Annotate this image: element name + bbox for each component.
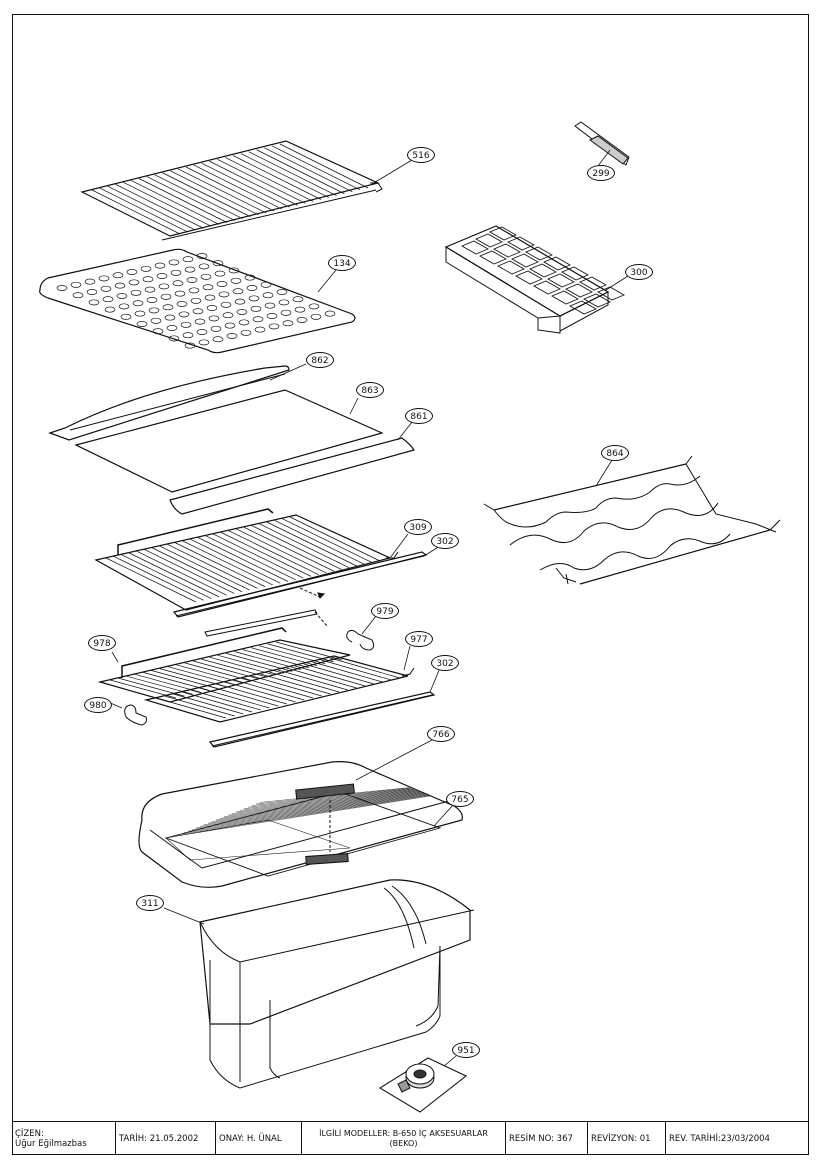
callout-134: 134 bbox=[328, 255, 356, 271]
drawing-number-text: RESİM NO: 367 bbox=[509, 1133, 573, 1144]
part-wire-shelf-309 bbox=[94, 508, 399, 611]
callout-862: 862 bbox=[306, 352, 334, 368]
callout-978: 978 bbox=[88, 635, 116, 651]
callout-300: 300 bbox=[625, 264, 653, 280]
callout-766: 766 bbox=[427, 726, 455, 742]
part-shelf-edge-862 bbox=[48, 365, 290, 441]
revision-text: REVİZYON: 01 bbox=[591, 1133, 651, 1144]
part-front-strip-302-lower bbox=[208, 691, 436, 748]
part-ice-tray-300 bbox=[444, 225, 625, 334]
related-models-line2: (BEKO) bbox=[389, 1138, 418, 1148]
part-hook-979 bbox=[346, 629, 375, 651]
drawn-by-name: Uğur Eğilmazbas bbox=[15, 1138, 87, 1149]
approval-cell: ONAY: H. ÜNAL bbox=[216, 1122, 302, 1155]
callout-302-upper: 302 bbox=[431, 533, 459, 549]
part-glass-panel-863 bbox=[74, 389, 384, 493]
drawing-number-cell: RESİM NO: 367 bbox=[506, 1122, 588, 1155]
callout-863: 863 bbox=[356, 382, 384, 398]
callout-864: 864 bbox=[601, 445, 629, 461]
leader-lines bbox=[107, 149, 629, 1067]
revision-cell: REVİZYON: 01 bbox=[588, 1122, 666, 1155]
part-hook-980 bbox=[124, 704, 147, 726]
callout-516: 516 bbox=[407, 147, 435, 163]
part-split-shelf-977 bbox=[143, 655, 415, 723]
part-crisper-cover-765 bbox=[138, 761, 463, 888]
part-crisper-box-311 bbox=[199, 879, 475, 1089]
part-front-profile-861 bbox=[169, 437, 415, 515]
callout-977: 977 bbox=[405, 631, 433, 647]
related-models-line1: İLGİLİ MODELLER: B-650 İÇ AKSESUARLAR bbox=[319, 1128, 488, 1138]
callout-309: 309 bbox=[404, 519, 432, 535]
callout-861: 861 bbox=[405, 408, 433, 424]
callout-979: 979 bbox=[371, 603, 399, 619]
date-cell: TARİH: 21.05.2002 bbox=[116, 1122, 216, 1155]
callout-980: 980 bbox=[84, 697, 112, 713]
approval-text: ONAY: H. ÜNAL bbox=[219, 1133, 282, 1144]
part-vent-766 bbox=[295, 783, 355, 865]
revision-date-text: REV. TARİHİ:23/03/2004 bbox=[669, 1133, 770, 1144]
drawn-by-label: ÇİZEN: bbox=[15, 1128, 44, 1139]
drawn-by-cell: ÇİZEN: Uğur Eğilmazbas bbox=[12, 1122, 116, 1155]
revision-date-cell: REV. TARİHİ:23/03/2004 bbox=[666, 1122, 807, 1155]
callout-302-lower: 302 bbox=[431, 655, 459, 671]
part-ice-scraper-299 bbox=[574, 121, 630, 166]
part-wire-shelf-516 bbox=[80, 140, 383, 241]
date-text: TARİH: 21.05.2002 bbox=[119, 1133, 199, 1144]
callout-765: 765 bbox=[446, 791, 474, 807]
part-perforated-plate-134 bbox=[39, 248, 356, 354]
part-slide-rail bbox=[204, 609, 328, 637]
title-block: ÇİZEN: Uğur Eğilmazbas TARİH: 21.05.2002… bbox=[12, 1121, 809, 1155]
callout-951: 951 bbox=[452, 1042, 480, 1058]
part-damper-951 bbox=[378, 1057, 468, 1113]
part-bottle-rack-864 bbox=[483, 455, 781, 585]
callout-299: 299 bbox=[587, 165, 615, 181]
drawing-frame bbox=[12, 14, 809, 1155]
related-models-cell: İLGİLİ MODELLER: B-650 İÇ AKSESUARLAR (B… bbox=[302, 1122, 506, 1155]
callout-311: 311 bbox=[136, 895, 164, 911]
